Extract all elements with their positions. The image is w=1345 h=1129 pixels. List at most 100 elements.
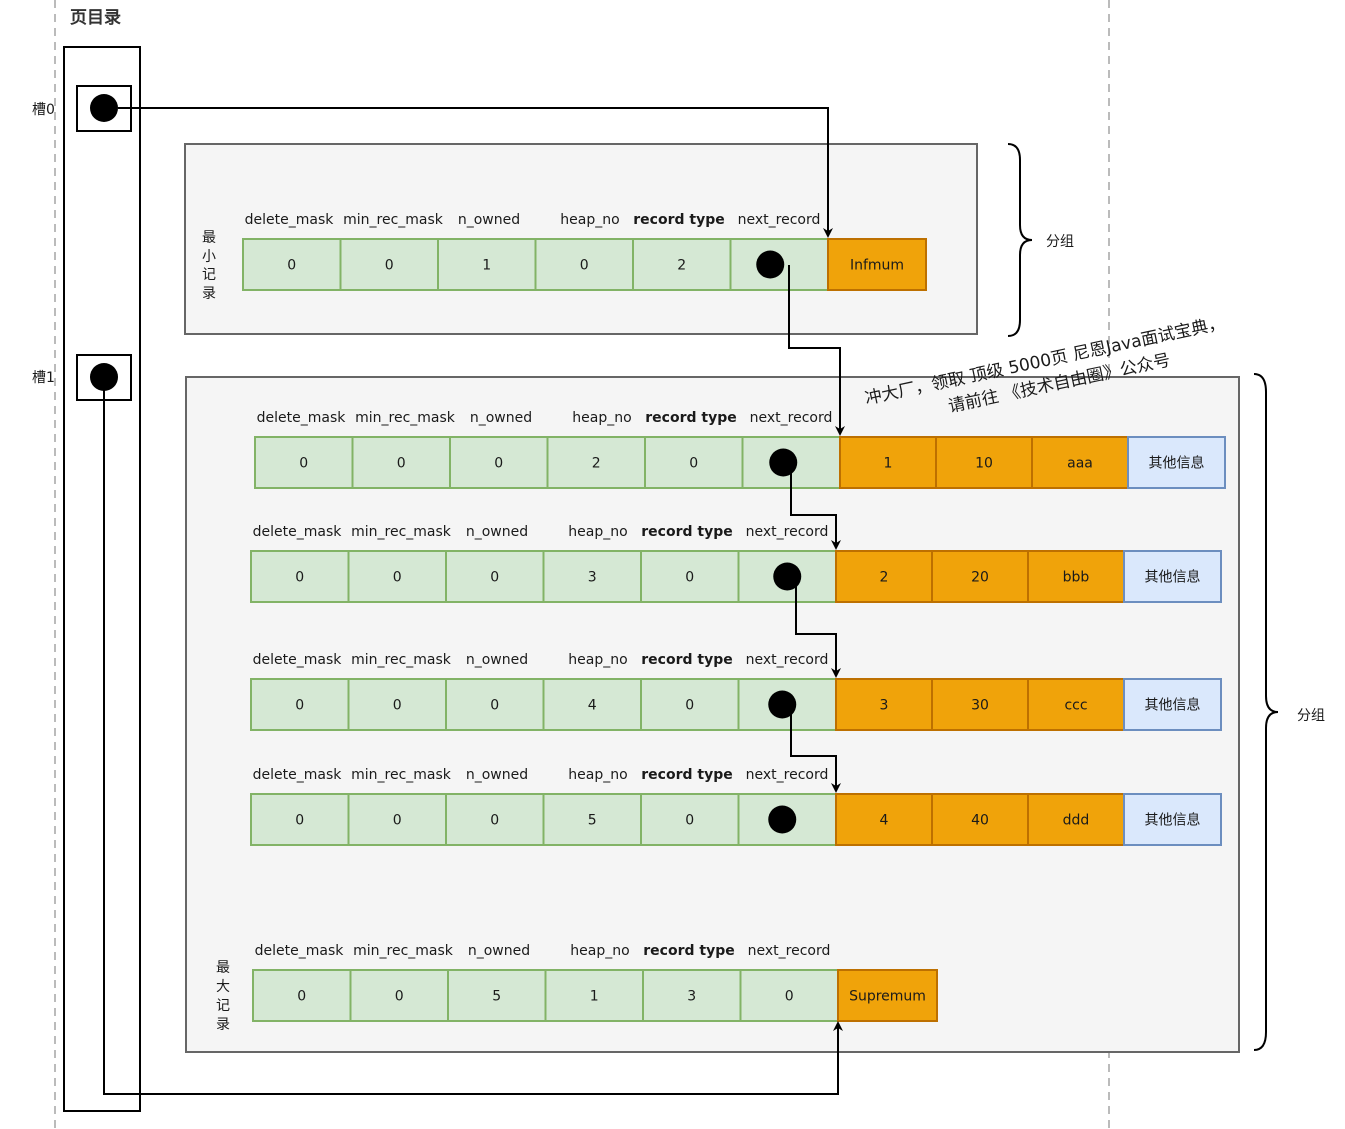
record-4-next-record-dot bbox=[768, 805, 797, 834]
infimum-header-next-record: next_record bbox=[738, 212, 821, 228]
page-directory-title: 页目录 bbox=[70, 8, 121, 28]
record-1-field-value: 0 bbox=[299, 456, 308, 472]
record-1-header-min-rec-mask: min_rec_mask bbox=[355, 410, 456, 426]
supremum-header-heap-no: heap_no bbox=[570, 943, 629, 959]
record-3-header-record-type: record type bbox=[641, 652, 732, 668]
record-3-data-cell bbox=[931, 678, 1029, 731]
record-1-header-heap-no: heap_no bbox=[572, 410, 631, 426]
record-4-data-value: ddd bbox=[1063, 813, 1090, 829]
record-1-header-next-record: next_record bbox=[750, 410, 833, 426]
record-1-field-cell bbox=[644, 436, 744, 489]
record-3-field-value: 0 bbox=[685, 698, 694, 714]
record-3-data-cell bbox=[1027, 678, 1125, 731]
record-2-field-cell bbox=[542, 550, 642, 603]
record-4-field-cell bbox=[542, 793, 642, 846]
infimum-record-data-cell bbox=[827, 238, 927, 291]
record-2-field-cell bbox=[347, 550, 447, 603]
record-3-field-value: 4 bbox=[588, 698, 597, 714]
supremum-record-field-cell bbox=[447, 969, 547, 1022]
svg-text:最: 最 bbox=[216, 960, 230, 976]
infimum-header-min-rec-mask: min_rec_mask bbox=[343, 212, 444, 228]
record-2-other-info-cell bbox=[1123, 550, 1222, 603]
connector-arrows bbox=[103, 107, 845, 1095]
record-4-other-info-cell bbox=[1123, 793, 1222, 846]
record-2-field-cell bbox=[445, 550, 545, 603]
record-1-field-value: 0 bbox=[397, 456, 406, 472]
group-label-2: 分组 bbox=[1297, 708, 1325, 724]
record-1-header-n-owned: n_owned bbox=[470, 410, 532, 426]
supremum-record-field-cell bbox=[642, 969, 742, 1022]
slot-1-label: 槽1 bbox=[32, 370, 55, 386]
record-1-header-delete-mask: delete_mask bbox=[257, 410, 347, 426]
record-3-header-next-record: next_record bbox=[746, 652, 829, 668]
slot-0-label: 槽0 bbox=[32, 102, 55, 118]
record-2-other-info-label: 其他信息 bbox=[1145, 569, 1201, 586]
record-2-field-cell bbox=[640, 550, 740, 603]
record-4-data-cell bbox=[835, 793, 933, 846]
record-4-header-heap-no: heap_no bbox=[568, 767, 627, 783]
record-4-data-cell bbox=[1027, 793, 1125, 846]
record-4-header-delete-mask: delete_mask bbox=[253, 767, 343, 783]
record-3-field-cell bbox=[542, 678, 642, 731]
record-2-data-value: 20 bbox=[971, 570, 989, 586]
supremum-record-field-value: 5 bbox=[492, 989, 501, 1005]
record-3-field-cell bbox=[347, 678, 447, 731]
record-2-field-value: 0 bbox=[393, 570, 402, 586]
record-1-field-value: 0 bbox=[689, 456, 698, 472]
supremum-record-field-cell bbox=[544, 969, 644, 1022]
record-1-other-info-label: 其他信息 bbox=[1149, 455, 1205, 472]
group-label-1: 分组 bbox=[1046, 234, 1074, 250]
infimum-record-field-value: 1 bbox=[482, 258, 491, 274]
record-2-header-min-rec-mask: min_rec_mask bbox=[351, 524, 452, 540]
record-2-header-heap-no: heap_no bbox=[568, 524, 627, 540]
svg-text:大: 大 bbox=[216, 979, 230, 995]
supremum-record-data-value: Supremum bbox=[849, 989, 926, 1005]
infimum-record-field-value: 2 bbox=[677, 258, 686, 274]
page-directory-column bbox=[63, 46, 141, 1112]
record-1-data-value: 1 bbox=[884, 456, 893, 472]
record-1-field-value: 2 bbox=[592, 456, 601, 472]
record-1-data-cell bbox=[839, 436, 937, 489]
infimum-side-label: 最 小 记 录 bbox=[202, 230, 216, 302]
infimum-header-n-owned: n_owned bbox=[458, 212, 520, 228]
svg-text:记: 记 bbox=[216, 998, 230, 1014]
record-2-data-value: bbb bbox=[1063, 570, 1090, 586]
supremum-header-next-record: next_record bbox=[748, 943, 831, 959]
record-2-data-value: 2 bbox=[880, 570, 889, 586]
record-4-field-value: 0 bbox=[295, 813, 304, 829]
arrow-record-1-to-record-2 bbox=[790, 462, 841, 550]
record-3-next-record-dot bbox=[768, 690, 797, 719]
record-1-field-value: 0 bbox=[494, 456, 503, 472]
supremum-record-field-cell bbox=[739, 969, 839, 1022]
record-1-other-info-cell bbox=[1127, 436, 1226, 489]
svg-text:记: 记 bbox=[202, 267, 216, 283]
record-3-header-heap-no: heap_no bbox=[568, 652, 627, 668]
infimum-record-next-record-dot bbox=[756, 250, 785, 279]
record-2-field-value: 0 bbox=[490, 570, 499, 586]
svg-text:小: 小 bbox=[202, 249, 216, 265]
record-4-header-n-owned: n_owned bbox=[466, 767, 528, 783]
record-2-header-record-type: record type bbox=[641, 524, 732, 540]
svg-text:最: 最 bbox=[202, 230, 216, 246]
arrow-record-2-to-record-3 bbox=[795, 577, 841, 678]
supremum-header-n-owned: n_owned bbox=[468, 943, 530, 959]
record-2-field-cell bbox=[250, 550, 350, 603]
record-1-data-value: 10 bbox=[975, 456, 993, 472]
record-3-field-cell bbox=[445, 678, 545, 731]
supremum-record-field-value: 1 bbox=[590, 989, 599, 1005]
record-3-data-value: ccc bbox=[1064, 698, 1087, 714]
supremum-header-min-rec-mask: min_rec_mask bbox=[353, 943, 454, 959]
record-3-other-info-cell bbox=[1123, 678, 1222, 731]
supremum-record-field-value: 0 bbox=[395, 989, 404, 1005]
supremum-record-field-cell bbox=[252, 969, 352, 1022]
arrow-slot0-to-infimum bbox=[118, 107, 833, 238]
supremum-record-data-cell bbox=[837, 969, 938, 1022]
record-3-field-value: 0 bbox=[393, 698, 402, 714]
record-2-header-delete-mask: delete_mask bbox=[253, 524, 343, 540]
record-2-field-value: 0 bbox=[685, 570, 694, 586]
record-4-field-value: 5 bbox=[588, 813, 597, 829]
